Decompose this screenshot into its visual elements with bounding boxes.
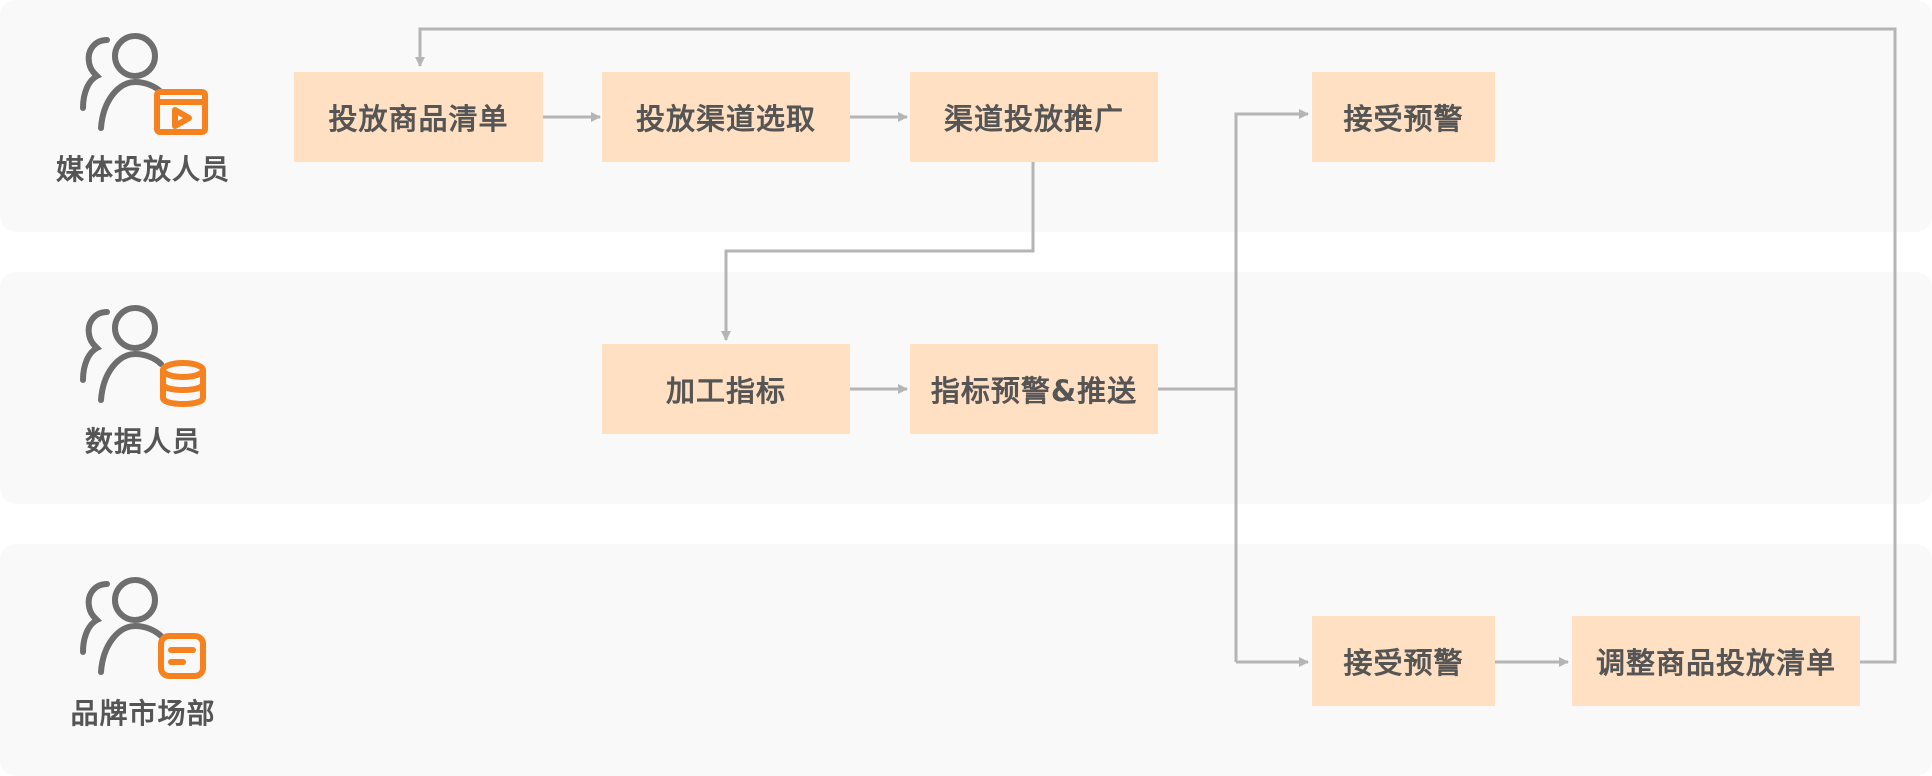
role-label: 品牌市场部 [70, 697, 216, 730]
role-label: 数据人员 [84, 425, 201, 458]
role-data: 数据人员 [33, 302, 253, 460]
role-media: 媒体投放人员 [33, 30, 253, 188]
arrow-promo-to-process-metrics [721, 162, 1035, 341]
node-media-list: 投放商品清单 [294, 72, 543, 162]
node-process-metrics: 加工指标 [602, 344, 850, 434]
arrow-adjust-loop-to-list [415, 27, 1897, 664]
person-with-media-player-icon [80, 33, 208, 135]
node-channel-promo: 渠道投放推广 [910, 72, 1158, 162]
person-with-database-icon [80, 305, 206, 407]
node-channel-select: 投放渠道选取 [602, 72, 850, 162]
arrow-warning-to-media-accept [1234, 109, 1309, 662]
role-brand: 品牌市场部 [33, 574, 253, 732]
node-metric-warning-push: 指标预警&推送 [910, 344, 1158, 434]
node-accept-warning-brand: 接受预警 [1312, 616, 1495, 706]
role-label: 媒体投放人员 [55, 153, 230, 186]
node-accept-warning-media: 接受预警 [1312, 72, 1495, 162]
node-adjust-list: 调整商品投放清单 [1572, 616, 1860, 706]
person-with-document-icon [80, 577, 206, 679]
